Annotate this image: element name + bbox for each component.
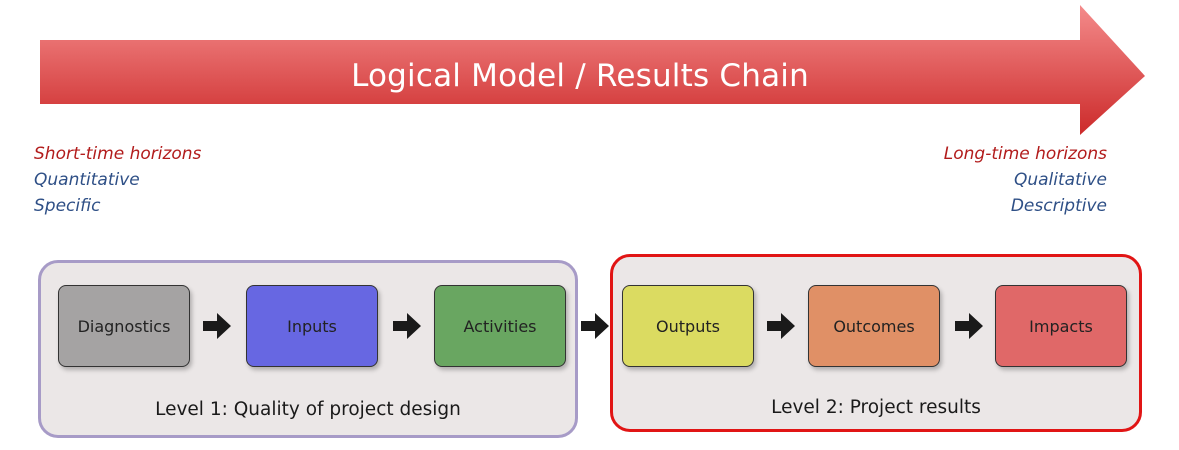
results-chain-arrow	[40, 5, 1145, 135]
short-term-characteristics: Short-time horizons Quantitative Specifi…	[34, 141, 201, 219]
arrow-right-icon	[581, 313, 609, 339]
qualitative-label: Qualitative	[1013, 170, 1107, 190]
quantitative-label: Quantitative	[34, 170, 140, 190]
stage-inputs: Inputs	[246, 285, 378, 367]
long-term-characteristics: Long-time horizons Qualitative Descripti…	[944, 141, 1107, 219]
arrow-right-icon	[203, 313, 231, 339]
stage-outputs: Outputs	[622, 285, 754, 367]
long-time-horizons-label: Long-time horizons	[943, 144, 1107, 164]
stage-impacts: Impacts	[995, 285, 1127, 367]
level-1-label: Level 1: Quality of project design	[155, 399, 461, 420]
chain-title: Logical Model / Results Chain	[351, 58, 809, 94]
specific-label: Specific	[34, 196, 101, 216]
stage-outcomes: Outcomes	[808, 285, 940, 367]
descriptive-label: Descriptive	[1010, 196, 1107, 216]
short-time-horizons-label: Short-time horizons	[34, 144, 202, 164]
arrow-right-icon	[767, 313, 795, 339]
level-2-label: Level 2: Project results	[771, 397, 981, 418]
stage-activities: Activities	[434, 285, 566, 367]
arrow-right-icon	[393, 313, 421, 339]
stage-diagnostics: Diagnostics	[58, 285, 190, 367]
arrow-right-icon	[955, 313, 983, 339]
